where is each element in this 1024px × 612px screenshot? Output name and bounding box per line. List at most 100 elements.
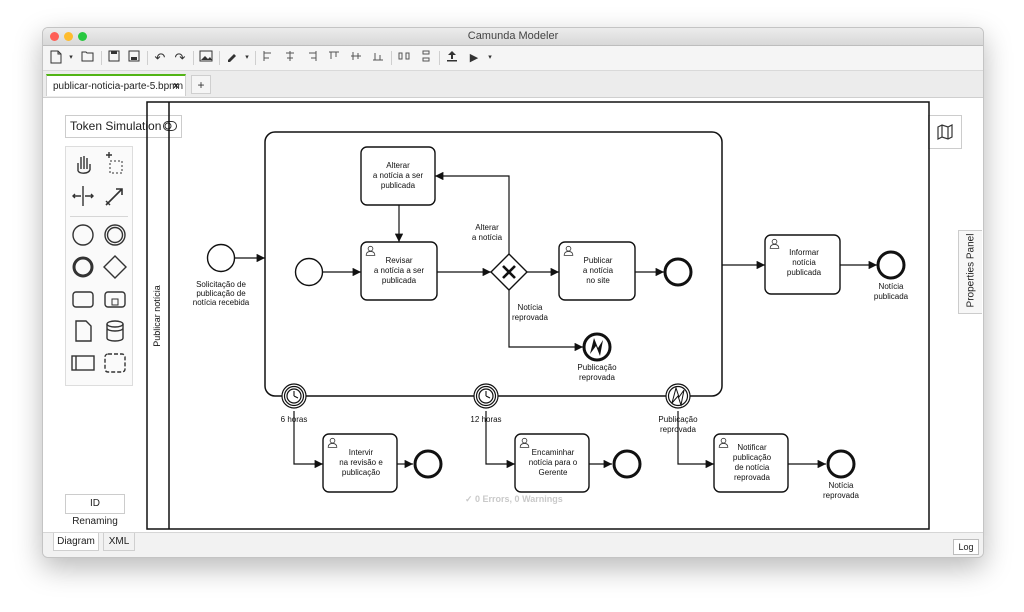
task-label: Intervir: [349, 448, 374, 457]
timer-label: 6 horas: [281, 415, 308, 424]
flow-label-reprovada-2: reprovada: [512, 313, 549, 322]
modeling-canvas[interactable]: Token Simulation ID Renaming Properti: [43, 98, 983, 532]
task-label: notícia para o: [529, 458, 578, 467]
start-event-tool-icon[interactable]: [70, 222, 96, 248]
start-event-solicitacao[interactable]: Solicitação de publicação de notícia rec…: [193, 243, 250, 308]
task-label: Alterar: [386, 161, 410, 170]
task-intervir-revisao[interactable]: Intervir na revisão e publicação: [322, 433, 398, 493]
add-tab-button[interactable]: +: [191, 75, 211, 94]
minimize-window-button[interactable]: [64, 32, 73, 41]
pool-label: Publicar notícia: [152, 285, 162, 347]
align-bottom-icon[interactable]: [371, 50, 385, 66]
open-folder-icon[interactable]: [81, 50, 95, 66]
group-tool-icon[interactable]: [102, 350, 128, 376]
task-informar-noticia[interactable]: Informar notícia publicada: [764, 234, 841, 295]
id-renaming-button[interactable]: ID Renaming: [65, 494, 125, 527]
tab-bar: publicar-noticia-parte-5.bpmn × +: [43, 71, 983, 98]
save-as-icon[interactable]: [127, 50, 141, 66]
task-label: Revisar: [385, 256, 412, 265]
global-connect-tool-icon[interactable]: [102, 183, 128, 209]
task-tool-icon[interactable]: [70, 286, 96, 312]
color-dropdown-icon[interactable]: ▾: [245, 54, 249, 61]
log-button[interactable]: Log: [953, 539, 979, 555]
data-object-tool-icon[interactable]: [70, 318, 96, 344]
sequence-flows: [235, 171, 877, 469]
end-event-intervir[interactable]: [413, 449, 443, 479]
distribute-horizontal-icon[interactable]: [397, 50, 411, 66]
lasso-tool-icon[interactable]: [102, 151, 128, 177]
task-publicar-noticia[interactable]: Publicar a notícia no site: [558, 241, 636, 301]
new-file-icon[interactable]: [49, 50, 63, 66]
tab-diagram[interactable]: Diagram: [53, 533, 99, 551]
data-store-tool-icon[interactable]: [102, 318, 128, 344]
align-left-icon[interactable]: [261, 50, 275, 66]
subprocess-start-event[interactable]: [294, 257, 324, 287]
color-picker-icon[interactable]: [225, 50, 239, 66]
task-label: de notícia: [735, 463, 770, 472]
task-encaminhar-gerente[interactable]: Encaminhar notícia para o Gerente: [514, 433, 590, 493]
subprocess-end-event[interactable]: [663, 257, 693, 287]
pool-tool-icon[interactable]: [70, 350, 96, 376]
end-event-label-2: reprovada: [823, 491, 860, 500]
boundary-escalation-publicacao-reprovada[interactable]: Publicação reprovada: [658, 383, 698, 434]
start-dropdown-icon[interactable]: ▾: [488, 54, 492, 61]
end-event-tool-icon[interactable]: [70, 254, 96, 280]
align-center-icon[interactable]: [283, 50, 297, 66]
close-tab-icon[interactable]: ×: [173, 81, 179, 92]
task-label: Informar: [789, 248, 819, 257]
task-alterar-noticia[interactable]: Alterar a notícia a ser publicada: [360, 146, 436, 206]
task-label: publicação: [342, 468, 381, 477]
end-event-encaminhar[interactable]: [612, 449, 642, 479]
hand-tool-icon[interactable]: [70, 151, 96, 177]
align-top-icon[interactable]: [327, 50, 341, 66]
task-notificar-reprovada[interactable]: Notificar publicação de notícia reprovad…: [713, 433, 789, 493]
deploy-icon[interactable]: [445, 50, 459, 66]
new-file-dropdown-icon[interactable]: ▾: [69, 54, 73, 61]
flow-label-reprovada-1: Notícia: [518, 303, 543, 312]
boundary-timer-12h[interactable]: 12 horas: [470, 383, 502, 424]
boundary-label-1: Publicação: [658, 415, 698, 424]
task-label: Notificar: [737, 443, 767, 452]
pool-publicar-noticia[interactable]: Publicar notícia: [146, 101, 930, 530]
task-label: publicada: [381, 181, 416, 190]
subprocess-revisao[interactable]: [264, 131, 723, 397]
flow-label-alterar-1: Alterar: [475, 223, 499, 232]
tab-publicar-noticia[interactable]: publicar-noticia-parte-5.bpmn ×: [46, 74, 186, 96]
end-event-publicada[interactable]: Notícia publicada: [874, 250, 909, 301]
save-icon[interactable]: [107, 50, 121, 66]
task-label: reprovada: [734, 473, 771, 482]
tab-xml[interactable]: XML: [103, 533, 135, 551]
bpmn-diagram: Publicar notícia Solicitação de: [146, 101, 930, 530]
escalation-icon: [590, 338, 603, 356]
redo-icon[interactable]: ↷: [174, 50, 186, 65]
distribute-vertical-icon[interactable]: [419, 50, 433, 66]
tool-palette: [65, 146, 133, 386]
exclusive-gateway[interactable]: Alterar a notícia Notícia reprovada: [472, 223, 549, 322]
subprocess-tool-icon[interactable]: [102, 286, 128, 312]
close-window-button[interactable]: [50, 32, 59, 41]
token-simulation-toggle[interactable]: Token Simulation: [65, 115, 182, 138]
start-instance-icon[interactable]: ▶: [469, 52, 479, 64]
lint-status[interactable]: ✓ 0 Errors, 0 Warnings: [465, 494, 563, 504]
export-image-icon[interactable]: [199, 50, 213, 66]
undo-icon[interactable]: ↶: [154, 50, 166, 65]
toggle-off-icon: [163, 121, 177, 131]
escalation-end-event[interactable]: Publicação reprovada: [577, 332, 617, 382]
properties-panel-toggle[interactable]: Properties Panel: [958, 230, 982, 314]
intermediate-event-tool-icon[interactable]: [102, 222, 128, 248]
space-tool-icon[interactable]: [70, 183, 96, 209]
end-event-reprovada[interactable]: Notícia reprovada: [823, 449, 860, 500]
boundary-timer-6h[interactable]: 6 horas: [281, 383, 308, 424]
task-label: no site: [586, 276, 610, 285]
end-event-label-2: reprovada: [579, 373, 616, 382]
align-right-icon[interactable]: [305, 50, 319, 66]
align-middle-icon[interactable]: [349, 50, 363, 66]
boundary-label-2: reprovada: [660, 425, 697, 434]
task-revisar-noticia[interactable]: Revisar a notícia a ser publicada: [360, 241, 438, 301]
minimap-toggle[interactable]: [928, 115, 962, 149]
zoom-window-button[interactable]: [78, 32, 87, 41]
start-event-label-3: notícia recebida: [193, 298, 250, 307]
task-label: publicada: [787, 268, 822, 277]
task-label: publicação: [733, 453, 772, 462]
gateway-tool-icon[interactable]: [102, 254, 128, 280]
